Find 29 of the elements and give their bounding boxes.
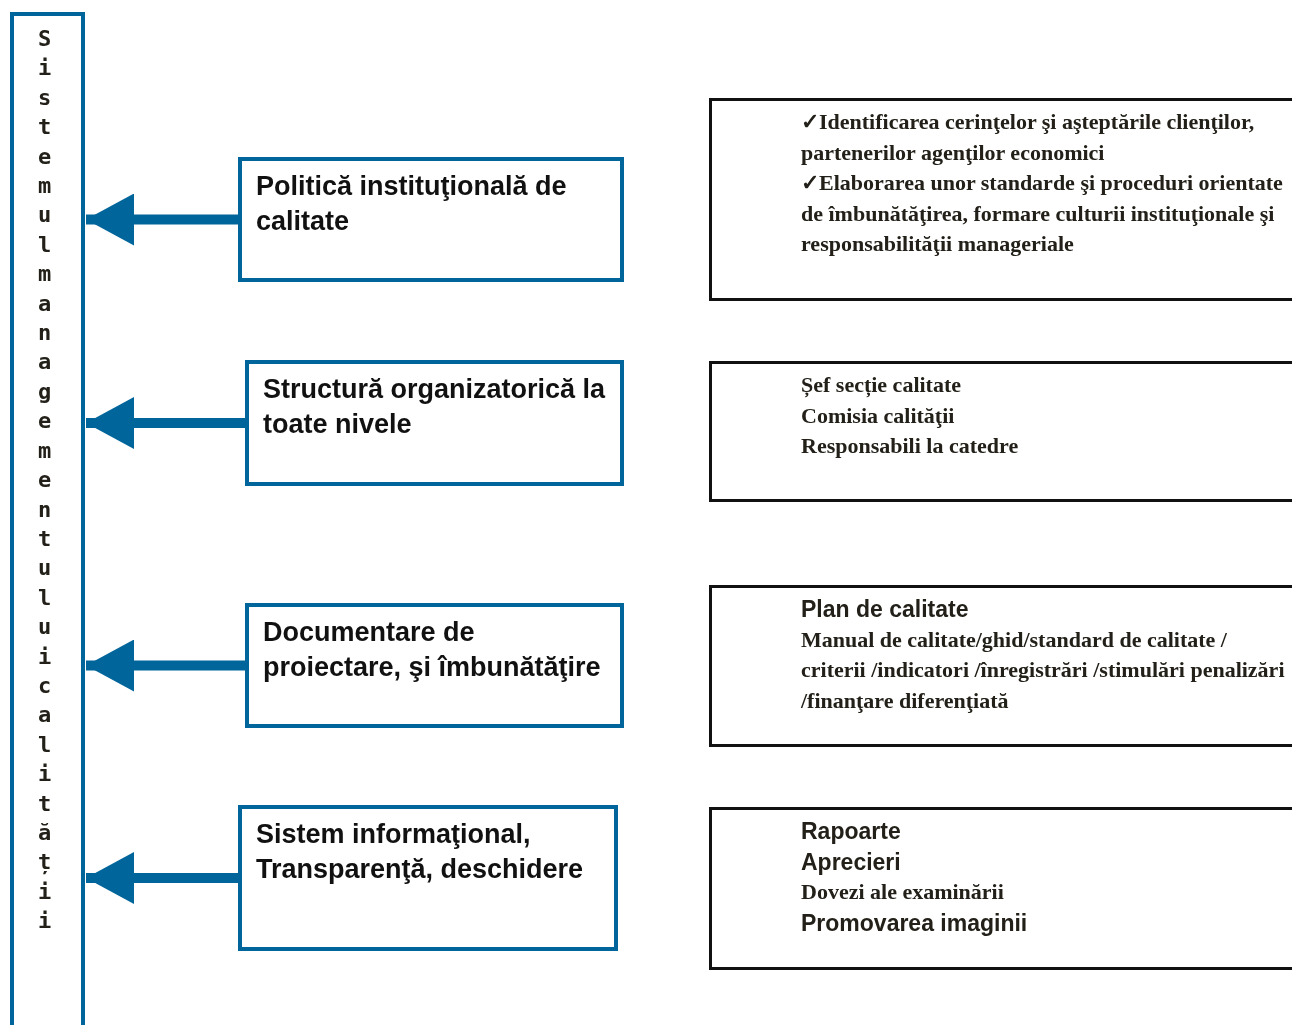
- arrow: [86, 193, 238, 246]
- arrow: [86, 397, 245, 449]
- detail-text: Dovezi ale examinării: [801, 878, 1005, 906]
- details-box: [709, 98, 1292, 301]
- category-title: Politică instituţională de calitate: [256, 170, 568, 238]
- vertical-title: Sistemul managementului calității: [38, 25, 52, 936]
- detail-text: Plan de calitate: [801, 595, 970, 624]
- detail-text: ✓Identificarea cerinţelor şi aşteptările clienţilor, partenerilor agenţilor economici: [801, 108, 1256, 167]
- category-box: [245, 603, 624, 728]
- category-title: Documentare de proiectare, şi îmbunătăţire: [263, 616, 602, 684]
- detail-text: ✓Elaborarea unor standarde şi proceduri orientate de îmbunătăţirea, formare culturii instituţionale şi responsabilităţii manageriale: [801, 169, 1284, 258]
- arrow: [86, 639, 245, 692]
- detail-text: Manual de calitate/ghid/standard de calitate / criterii /indicatori /înregistrări /stimulări penalizări /finanţare diferenţiată: [801, 625, 1286, 715]
- detail-text: Responsabili la catedre: [801, 432, 1020, 460]
- detail-text: Comisia calităţii: [801, 401, 956, 430]
- category-box: [238, 157, 624, 282]
- detail-text: Șef secție calitate: [801, 371, 963, 400]
- category-title: Sistem informaţional, Transparenţă, deschidere: [256, 818, 585, 886]
- detail-text: Aprecieri: [801, 847, 902, 877]
- details-box: [709, 585, 1292, 747]
- details-box: [709, 361, 1292, 502]
- category-box: [238, 805, 618, 951]
- arrow: [86, 852, 238, 904]
- detail-text: Rapoarte: [801, 817, 902, 846]
- category-title: Structură organizatorică la toate nivele: [263, 373, 607, 441]
- vertical-title-box: [10, 12, 85, 1025]
- category-box: [245, 360, 624, 486]
- details-box: [709, 807, 1292, 970]
- detail-text: Promovarea imaginii: [801, 908, 1029, 938]
